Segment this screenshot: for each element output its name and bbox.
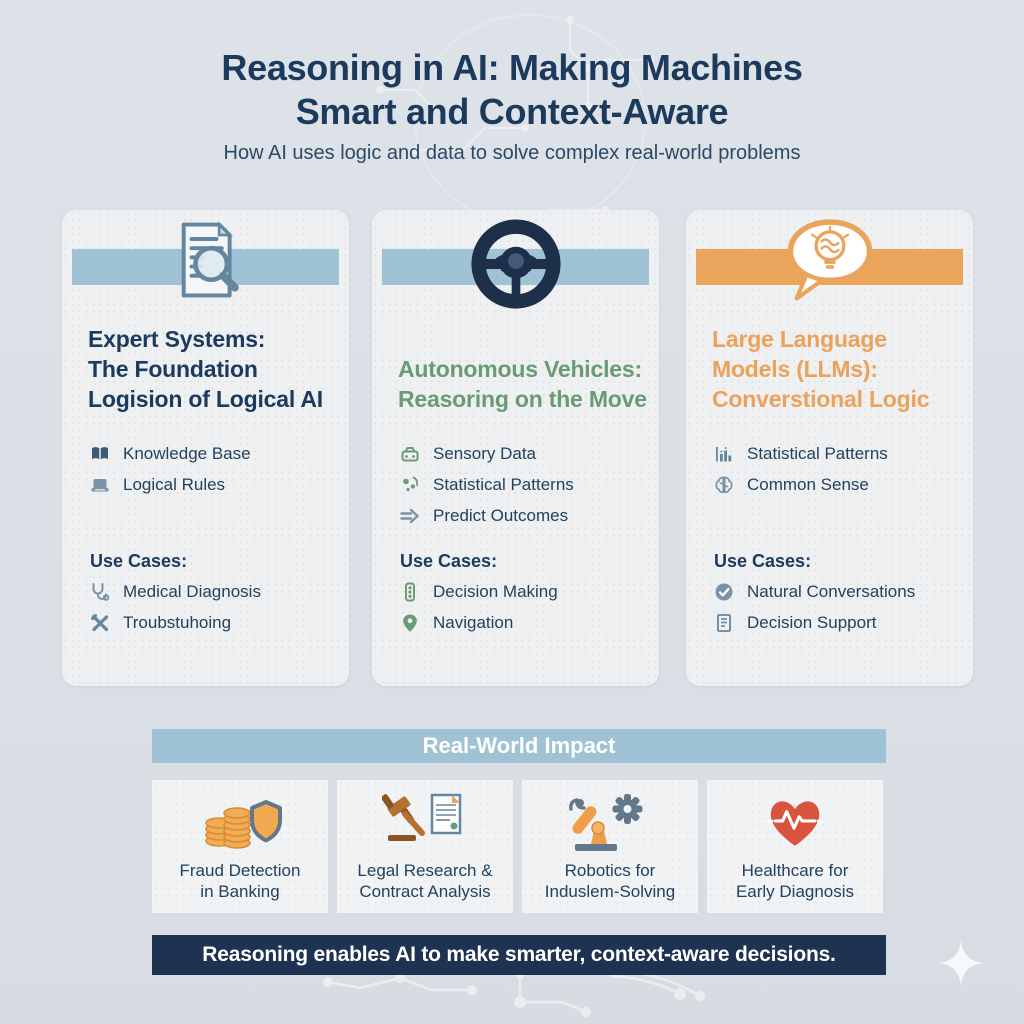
impact-label: Healthcare for Early Diagnosis [735,861,855,901]
double-arrow-icon [400,506,420,526]
feature-row: Common Sense [714,469,963,500]
feature-list: Sensory Data Statistical Patterns Predic… [400,438,649,531]
impact-section-header: Real-World Impact [152,729,886,763]
sparkle-decoration [938,940,984,986]
use-case-label: Natural Conversations [747,581,916,601]
use-cases-heading: Use Cases: [90,551,188,571]
use-case-row: Decision Making [400,576,649,607]
impact-box-robotics: Robotics for Induslem-Solving [522,780,698,913]
use-case-label: Navigation [433,612,514,632]
feature-label: Common Sense [747,474,869,494]
use-cases-section: Use Cases: Decision Making Navigation [400,546,649,638]
use-case-label: Troubstuhoing [123,612,232,632]
use-case-row: Decision Support [714,607,963,638]
bar-chart-icon [714,444,734,464]
card-autonomous-vehicles: Autonomous Vehicles: Reasoring on the Mo… [372,210,659,686]
document-magnifier-icon [164,218,248,307]
card-title: Expert Systems: The Foundation Logision … [88,326,323,412]
use-case-label: Medical Diagnosis [123,581,261,601]
impact-label: Robotics for Induslem-Solving [544,861,676,901]
card-title: Autonomous Vehicles: Reasoring on the Mo… [398,356,647,412]
feature-list: Knowledge Base Logical Rules [90,438,339,500]
check-circle-icon [714,582,734,602]
brain-icon [714,475,734,495]
use-case-label: Decision Making [433,581,558,601]
card-large-language-models: Large Language Models (LLMs): Converstio… [686,210,973,686]
use-case-row: Troubstuhoing [90,607,339,638]
closed-book-icon [90,475,110,495]
open-book-icon [90,444,110,464]
feature-label: Predict Outcomes [433,505,569,525]
gavel-document-icon [337,786,513,858]
use-cases-heading: Use Cases: [400,551,498,571]
use-case-label: Decision Support [747,612,877,632]
footer-banner: Reasoning enables AI to make smarter, co… [152,935,886,975]
crossed-tools-icon [90,613,110,633]
feature-row: Knowledge Base [90,438,339,469]
impact-box-fraud-detection: Fraud Detection in Banking [152,780,328,913]
feature-label: Knowledge Base [123,443,251,463]
document-lines-icon [714,613,734,633]
feature-row: Statistical Patterns [400,469,649,500]
feature-label: Statistical Patterns [747,443,888,463]
car-sensor-icon [400,444,420,464]
page-title-line1: Reasoning in AI: Making Machines [221,47,803,88]
coins-shield-icon [152,786,328,858]
stethoscope-icon [90,582,110,602]
impact-label: Fraud Detection in Banking [179,861,301,901]
robot-arm-gear-icon [522,786,698,858]
feature-row: Predict Outcomes [400,500,649,531]
card-expert-systems: Expert Systems: The Foundation Logision … [62,210,349,686]
use-case-row: Natural Conversations [714,576,963,607]
feature-label: Statistical Patterns [433,474,574,494]
heart-ecg-icon [707,786,883,858]
impact-box-legal-research: Legal Research & Contract Analysis [337,780,513,913]
speech-bubble-lightbulb-icon [782,218,878,309]
use-cases-heading: Use Cases: [714,551,812,571]
feature-row: Sensory Data [400,438,649,469]
use-case-row: Medical Diagnosis [90,576,339,607]
map-pin-icon [400,613,420,633]
feature-list: Statistical Patterns Common Sense [714,438,963,500]
page-title-line2: Smart and Context-Aware [295,91,729,132]
scatter-dots-icon [400,475,420,495]
feature-row: Statistical Patterns [714,438,963,469]
page-title: Reasoning in AI: Making Machines Smart a… [0,46,1024,134]
use-cases-section: Use Cases: Natural Conversations Decisio… [714,546,963,638]
card-title: Large Language Models (LLMs): Converstio… [712,326,930,412]
feature-row: Logical Rules [90,469,339,500]
impact-box-healthcare: Healthcare for Early Diagnosis [707,780,883,913]
use-cases-section: Use Cases: Medical Diagnosis Troubstuhoi… [90,546,339,638]
feature-label: Sensory Data [433,443,536,463]
use-case-row: Navigation [400,607,649,638]
feature-label: Logical Rules [123,474,226,494]
page-subtitle: How AI uses logic and data to solve comp… [223,142,801,164]
circuit-bottom-decoration [323,968,705,1017]
steering-wheel-icon [470,218,562,315]
impact-label: Legal Research & Contract Analysis [357,861,493,901]
traffic-light-icon [400,582,420,602]
